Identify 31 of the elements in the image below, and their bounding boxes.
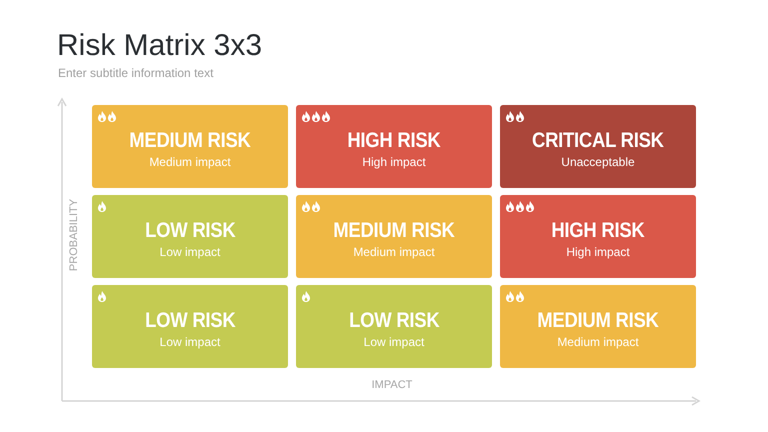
impact-label: Low impact xyxy=(364,335,424,349)
risk-level: CRITICAL RISK xyxy=(532,129,664,153)
title: Risk Matrix 3x3 xyxy=(57,28,262,64)
risk-cell xyxy=(500,195,696,278)
subtitle: Enter subtitle information text xyxy=(58,66,214,80)
impact-label: Unacceptable xyxy=(561,155,635,169)
risk-level: MEDIUM RISK xyxy=(129,129,251,153)
impact-label: Medium impact xyxy=(149,155,231,169)
risk-level: HIGH RISK xyxy=(551,219,645,243)
risk-cell xyxy=(500,285,696,368)
risk-level: MEDIUM RISK xyxy=(537,309,659,333)
risk-level: LOW RISK xyxy=(144,219,236,243)
impact-label: High impact xyxy=(566,245,630,259)
impact-label: High impact xyxy=(362,155,426,169)
impact-label: Medium impact xyxy=(353,245,435,259)
risk-cell xyxy=(296,285,492,368)
risk-cell xyxy=(92,285,288,368)
risk-level: HIGH RISK xyxy=(347,129,441,153)
risk-cell xyxy=(92,195,288,278)
impact-label: Low impact xyxy=(160,335,220,349)
axis-label: PROBABILITY xyxy=(68,198,80,272)
risk-level: LOW RISK xyxy=(144,309,236,333)
risk-cell xyxy=(92,105,288,188)
risk-cell xyxy=(296,195,492,278)
impact-label: Low impact xyxy=(160,245,220,259)
risk-cell xyxy=(500,105,696,188)
impact-label: Medium impact xyxy=(557,335,639,349)
risk-level: LOW RISK xyxy=(348,309,440,333)
risk-level: MEDIUM RISK xyxy=(333,219,455,243)
risk-cell xyxy=(296,105,492,188)
axis-label: IMPACT xyxy=(372,379,412,391)
